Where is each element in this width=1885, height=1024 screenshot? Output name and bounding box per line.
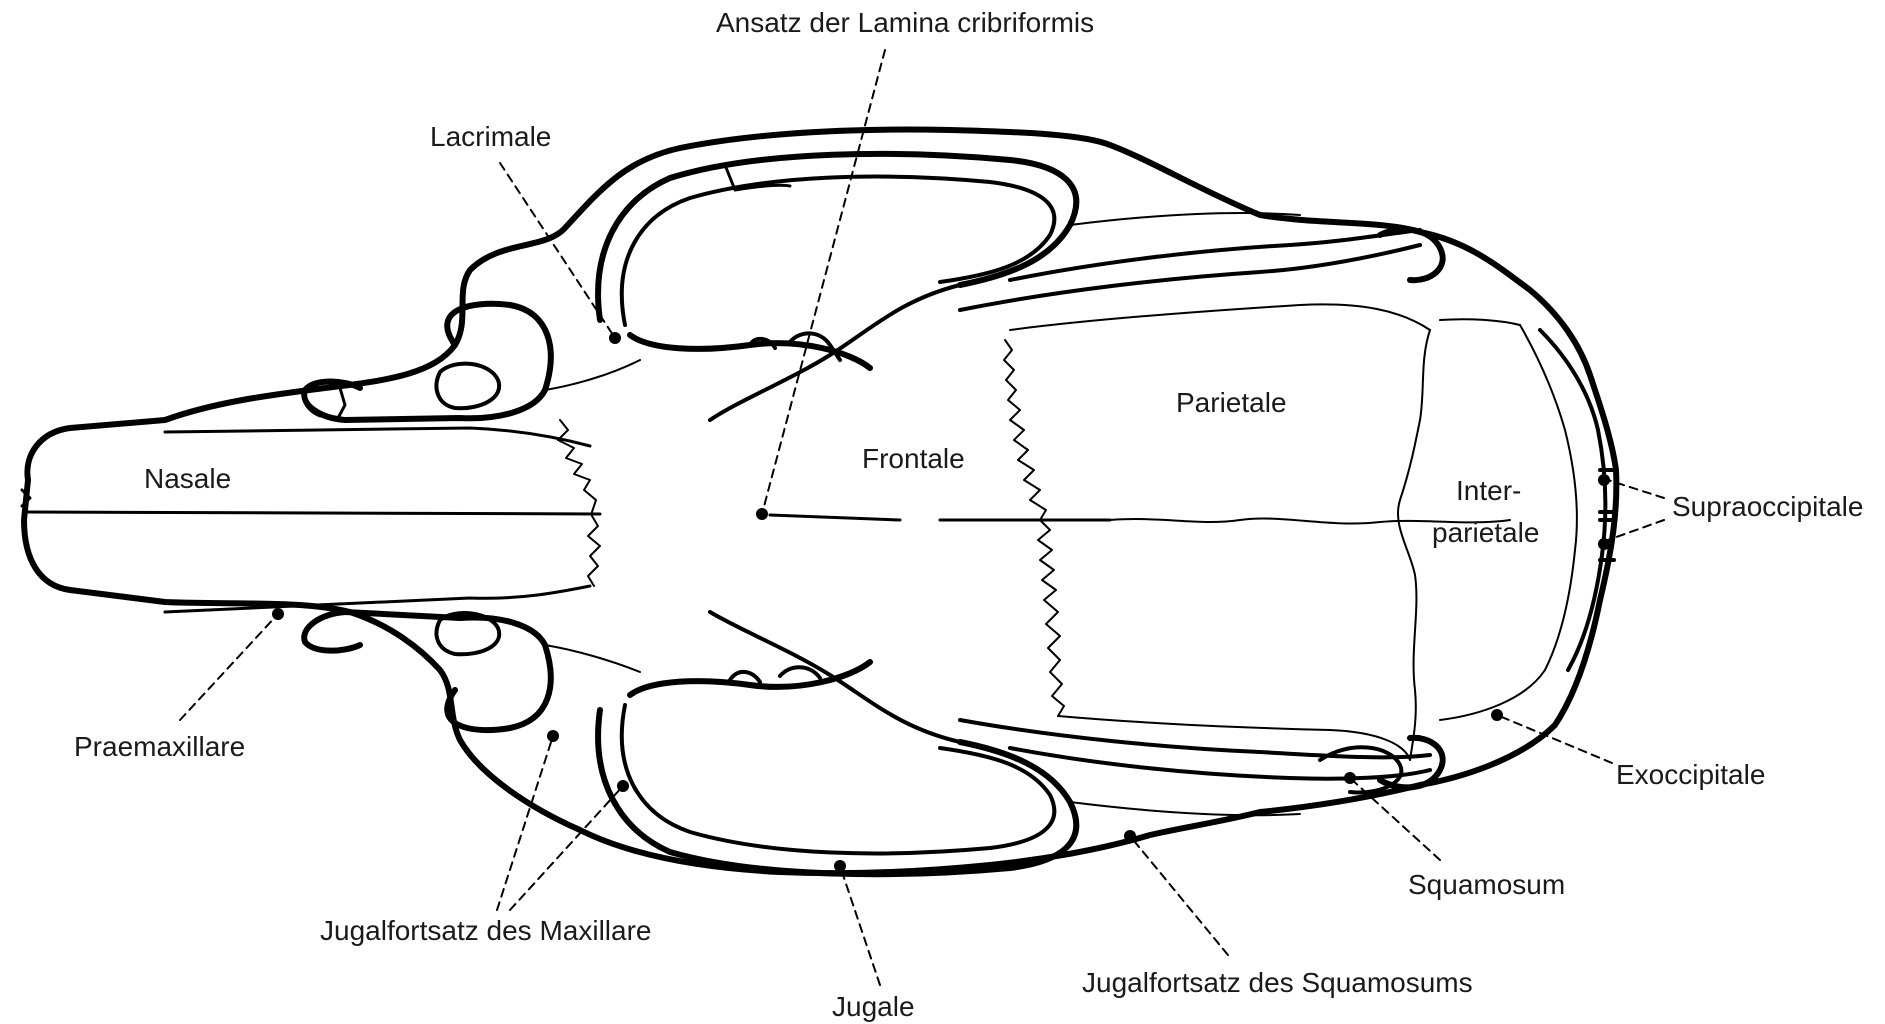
interparietal-suture-anterior [1398,330,1430,760]
dot-squamosum [1344,772,1356,784]
dot-jugale [834,860,846,872]
frontonasal-suture-upper [558,420,596,512]
label-jugalfortsatz-squamosum: Jugalfortsatz des Squamosums [1082,966,1473,1000]
lower-squamosum-ridge [1010,748,1430,779]
lower-notch-outer [304,612,551,730]
coronal-suture-upper [1004,340,1046,520]
label-supraoccipitale: Supraoccipitale [1672,490,1863,524]
lower-squamosum-inner [1320,747,1401,792]
skull-outline [24,130,1616,874]
label-interparietale-1: Inter- [1456,474,1521,508]
leader-jugalfortsatz-maxillare-1 [497,736,553,910]
dot-jugalfortsatz-maxillare-2 [617,780,629,792]
dot-praemaxillare [272,608,284,620]
parietal-outer-upper [1010,304,1430,330]
leader-jugale [840,866,880,985]
label-jugalfortsatz-maxillare: Jugalfortsatz des Maxillare [320,914,651,948]
upper-squamosum-ridge [1010,230,1420,280]
label-parietale: Parietale [1176,386,1287,420]
label-lacrimale: Lacrimale [430,120,551,154]
lower-zygomatic-arch [598,710,1076,874]
nasal-lower [165,586,590,612]
interparietal-rim [1440,319,1520,325]
maxillo-frontal-upper [545,360,640,390]
upper-squamosum-knob [1380,229,1443,280]
upper-jugal-line [725,165,790,190]
upper-notch-outer [304,304,551,420]
label-exoccipitale: Exoccipitale [1616,758,1765,792]
label-frontale: Frontale [862,442,965,476]
dot-supraoccipitale-1 [1598,474,1610,486]
frontonasal-suture-lower [588,516,600,586]
lower-orbit [622,705,1054,853]
dot-supraoccipitale-2 [1598,538,1610,550]
label-nasale: Nasale [144,462,231,496]
leader-jugalfortsatz-squamosum [1130,836,1228,955]
lower-orbit-upper [710,612,960,742]
lower-cheek-tooth [730,667,820,682]
dot-exoccipitale [1491,709,1503,721]
label-interparietale-2: parietale [1432,516,1539,550]
dot-lacrimale [609,332,621,344]
leader-praemaxillare [180,614,278,720]
dot-jugalfortsatz-squamosum [1124,830,1136,842]
midline-suture [28,512,1110,520]
parietal-outer-lower [1058,716,1410,760]
dot-lamina [756,508,768,520]
upper-notch-inner [436,364,499,409]
coronal-suture-lower [1038,520,1064,716]
maxillo-frontal-lower [545,645,640,672]
dot-jugalfortsatz-maxillare-1 [547,730,559,742]
label-jugale: Jugale [832,990,915,1024]
label-praemaxillare: Praemaxillare [74,730,245,764]
label-lamina: Ansatz der Lamina cribriformis [716,6,1094,40]
nasal-upper [165,428,590,446]
label-squamosum: Squamosum [1408,868,1565,902]
